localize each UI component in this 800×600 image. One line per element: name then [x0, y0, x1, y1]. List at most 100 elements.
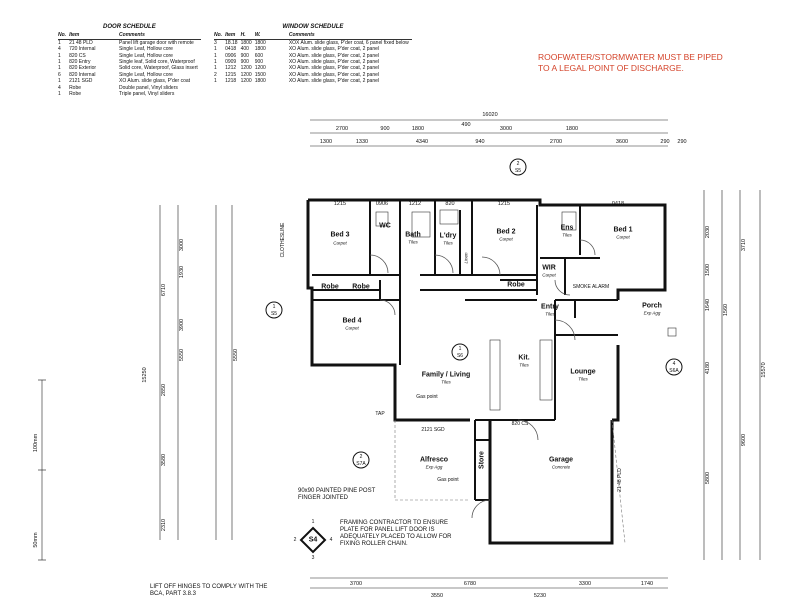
- room-store: Store: [478, 451, 486, 469]
- window-schedule-cell: 1800: [254, 39, 266, 46]
- room-linen: Linen: [463, 252, 469, 264]
- section-tag-s4-n2: 2: [293, 537, 297, 543]
- room-porch-floor: Exp Agg: [643, 310, 661, 316]
- dim-left-6: 3580: [161, 453, 167, 467]
- window-schedule-cell: 1800: [254, 46, 266, 53]
- hinge-note-line2: BCA, PART 3.8.3: [150, 591, 197, 597]
- section-tag-s5-top-ref: S5: [514, 168, 522, 174]
- window-schedule-cell: XOX Alum. slide glass, P'der coat, 6 pan…: [288, 39, 409, 46]
- dim-top-r2-6: 290: [677, 139, 687, 145]
- post-note-line1: 90x90 PAINTED PINE POST: [298, 488, 376, 494]
- room-bed3-floor: Carpet: [333, 240, 347, 246]
- window-col-no: No.: [214, 32, 226, 40]
- window-schedule-cell: 1800: [240, 39, 252, 46]
- dim-right-6: 15570: [761, 362, 767, 378]
- dim-bottom-1: 6780: [463, 581, 477, 587]
- dim-right-7: 9600: [741, 433, 747, 447]
- door-schedule-cell: 1: [58, 52, 61, 59]
- door-schedule-cell: 1: [58, 39, 61, 46]
- room-porch: Porch: [642, 302, 662, 310]
- window-schedule-cell: 1212: [225, 65, 237, 72]
- door-schedule-cell: 820 CS: [69, 52, 86, 59]
- window-schedule-cell: 1: [214, 65, 217, 72]
- room-lounge-floor: Tiles: [578, 376, 588, 382]
- roofwater-note-line2: TO A LEGAL POINT OF DISCHARGE.: [538, 63, 684, 73]
- dim-left-3: 5550: [233, 348, 239, 362]
- room-wir-floor: Carpet: [542, 272, 556, 278]
- sgd-door-label: 2121 SGD: [421, 427, 445, 433]
- window-schedule-cell: 900: [240, 52, 249, 59]
- window-schedule-cell: XO Alum. slide glass, P'der coat, 2 pane…: [288, 59, 379, 66]
- dim-left-1: 6710: [161, 283, 167, 297]
- window-schedule-cell: 1215: [225, 71, 237, 78]
- framing-note-line2: PLATE FOR PANEL LIFT DOOR IS: [340, 527, 435, 533]
- cs-door-label: 820 CS: [511, 421, 529, 427]
- clothesline-label: CLOTHESLINE: [280, 222, 286, 258]
- room-wc: WC: [379, 222, 391, 230]
- door-schedule-cell: Single leaf, Solid core, Waterproof: [119, 59, 195, 66]
- section-tag-shapes: [265, 158, 683, 554]
- scale-100mm: 100mm: [33, 433, 39, 453]
- door-schedule-cell: Double panel, Vinyl sliders: [119, 84, 178, 91]
- room-robe-bed2: Robe: [507, 281, 525, 289]
- room-bath-floor: Tiles: [408, 239, 418, 245]
- room-ensuite: Ens: [560, 224, 574, 232]
- dim-left-2: 5550: [179, 348, 185, 362]
- room-wir: WIR: [542, 264, 556, 272]
- alfresco-outline: [394, 419, 626, 544]
- window-schedule-title: WINDOW SCHEDULE: [282, 24, 344, 30]
- dim-top-r1-0: 2700: [335, 126, 349, 132]
- dim-left-8: 3000: [179, 238, 185, 252]
- door-schedule-cell: 2121 SGD: [69, 78, 93, 85]
- dim-window-3: 820: [445, 201, 455, 207]
- dim-right-5: 4180: [705, 361, 711, 375]
- window-schedule-cell: 900: [240, 59, 249, 66]
- dim-top-r1-3: 490: [461, 122, 471, 128]
- window-schedule-cell: 0418: [225, 46, 237, 53]
- room-robe-bed3: Robe: [321, 283, 339, 291]
- section-tag-s5-left-ref: S5: [270, 311, 278, 317]
- dim-right-1: 3710: [741, 238, 747, 252]
- window-schedule-cell: 0906: [225, 52, 237, 59]
- roofwater-note-line1: ROOFWATER/STORMWATER MUST BE PIPED: [538, 52, 723, 62]
- dim-left-9: 1930: [179, 265, 185, 279]
- section-tag-s4-n1: 1: [311, 519, 315, 525]
- window-col-w: W.: [254, 32, 269, 40]
- dim-bottom-2: 3300: [578, 581, 592, 587]
- window-schedule: WINDOW SCHEDULE No. Item H. W. Comments …: [214, 24, 412, 85]
- dim-left-4: 3900: [179, 318, 185, 332]
- garage-door-label: 21 48 PLD: [617, 468, 623, 492]
- dim-top-r2-4: 2700: [549, 139, 563, 145]
- dim-window-5: 0418: [611, 201, 625, 207]
- dim-window-4: 1215: [497, 201, 511, 207]
- section-tag-s4-ref: S4: [308, 536, 318, 544]
- gas-point-alfresco: Gas point: [437, 477, 459, 483]
- dim-left-5: 2850: [161, 383, 167, 397]
- window-schedule-cell: 1218: [225, 78, 237, 85]
- fixtures: [375, 209, 677, 411]
- section-tag-s7a-num: 2: [359, 454, 363, 460]
- room-entry-floor: Tiles: [545, 311, 555, 317]
- dim-top-r1-1: 900: [380, 126, 390, 132]
- door-col-comments: Comments: [99, 32, 201, 40]
- door-schedule-title: DOOR SCHEDULE: [103, 24, 156, 30]
- room-lounge: Lounge: [570, 368, 596, 376]
- room-bed3: Bed 3: [330, 231, 350, 239]
- window-schedule-cell: XO Alum. slide glass, P'der coat, 2 pane…: [288, 65, 379, 72]
- window-schedule-cell: 600: [254, 52, 264, 59]
- dim-left-7: 2310: [161, 518, 167, 532]
- room-kitchen: Kit.: [518, 354, 530, 362]
- dim-bottom-4: 3550: [430, 593, 444, 599]
- window-schedule-cell: 1: [214, 52, 217, 59]
